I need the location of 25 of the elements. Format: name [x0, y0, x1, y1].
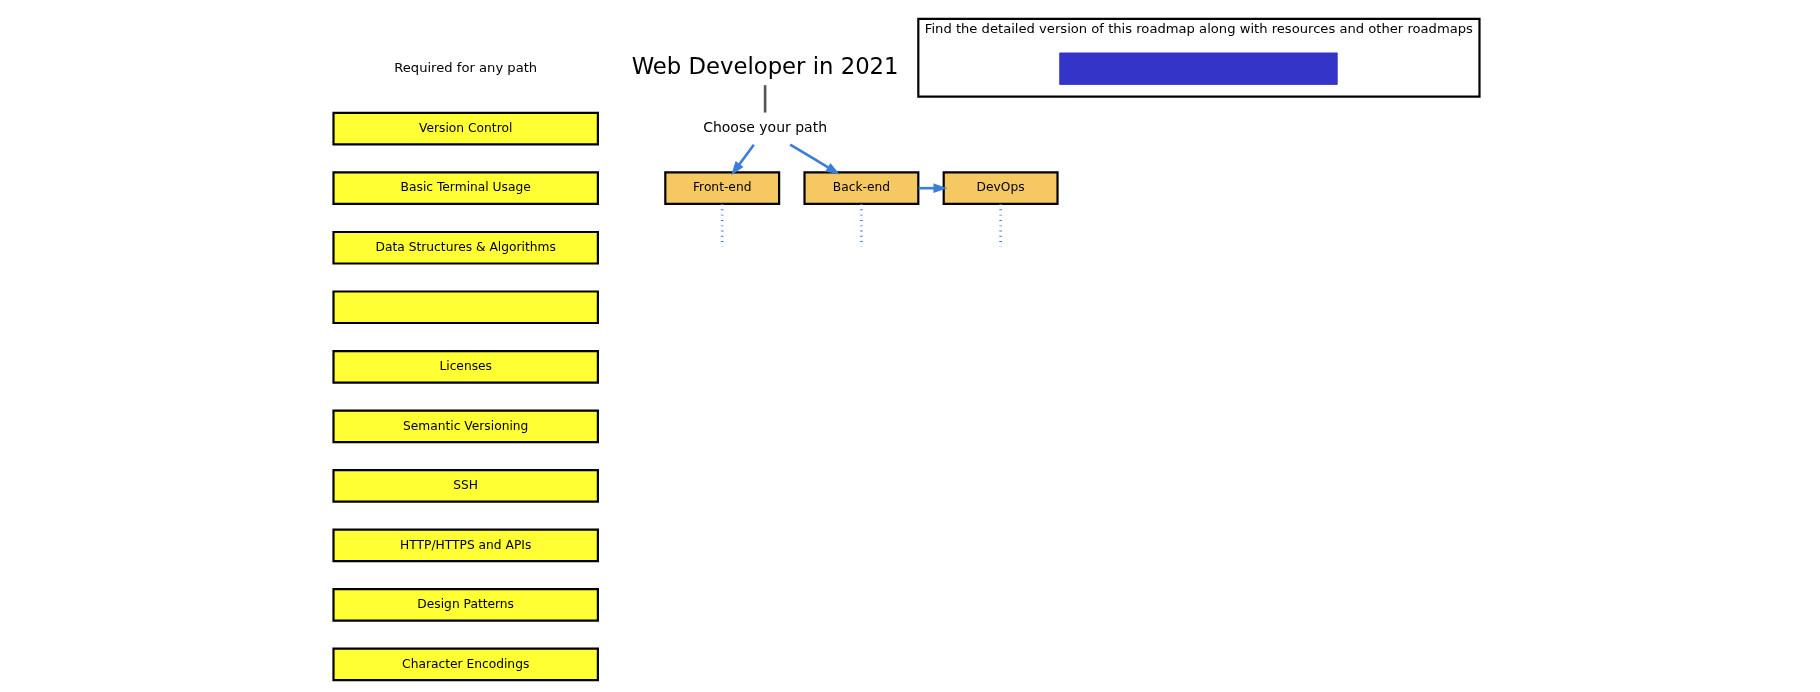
arrow [731, 143, 755, 176]
connector [860, 204, 863, 247]
node-box [332, 290, 599, 325]
node-box: Semantic Versioning [332, 409, 599, 444]
node-box: Data Structures & Algorithms [332, 230, 599, 265]
connector [999, 204, 1002, 247]
node-box: DevOps [942, 171, 1059, 206]
node-text: Choose your path [703, 118, 828, 135]
node-box: Version Control [332, 111, 599, 146]
node-box [1059, 52, 1338, 85]
node-box: Character Encodings [332, 647, 599, 682]
node-text: Web Developer in 2021 [631, 53, 899, 80]
arrow [918, 183, 948, 194]
node-box: Back-end [803, 171, 920, 206]
node-box: Front-end [664, 171, 781, 206]
connector [720, 204, 724, 247]
node-box: SSH [332, 469, 599, 503]
connector [763, 85, 767, 113]
node-box: Design Patterns [332, 588, 599, 622]
cluster: Find the detailed version of this roadmap along with resources and other roadmaps [917, 17, 1481, 98]
arrow [789, 143, 840, 175]
node-box: Basic Terminal Usage [332, 171, 599, 206]
node-box: Licenses [332, 349, 599, 384]
label: Required for any path [394, 59, 538, 75]
node-box: HTTP/HTTPS and APIs [332, 528, 599, 563]
